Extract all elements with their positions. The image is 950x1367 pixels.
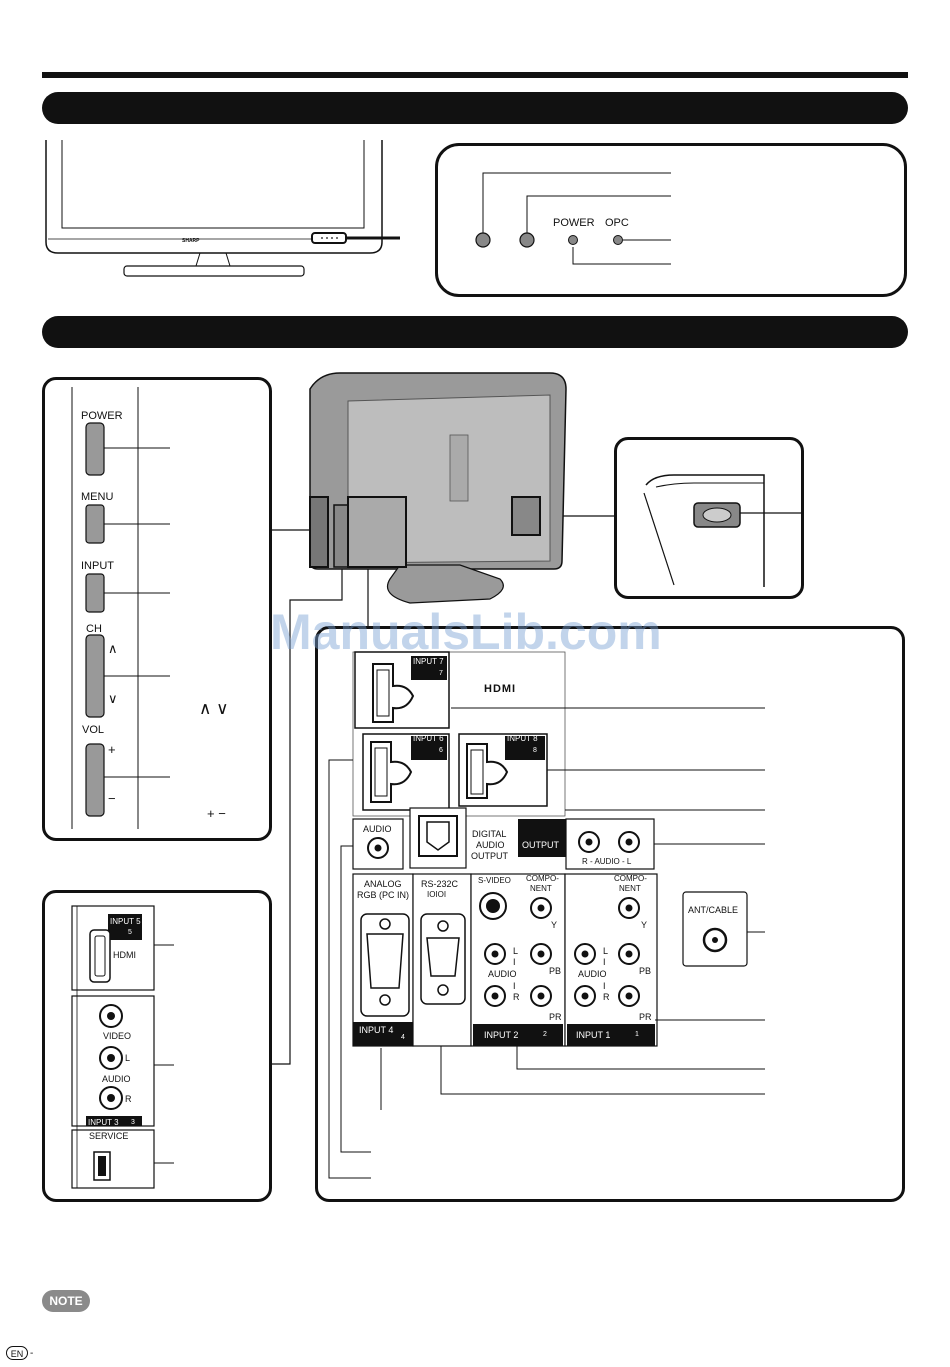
power-indicator-label: POWER xyxy=(553,217,595,229)
input3-label: INPUT 3 xyxy=(88,1118,119,1127)
component1-line1: COMPO- xyxy=(614,874,647,883)
digital-audio-output-line3: OUTPUT xyxy=(471,851,508,861)
input2-audio-label: AUDIO xyxy=(488,969,517,979)
input2-l-label: L xyxy=(513,946,519,956)
input2-label: INPUT 2 xyxy=(484,1030,519,1040)
input-button-label: INPUT xyxy=(81,560,114,572)
led-indicator-1 xyxy=(475,232,491,248)
audio-r-side-label: R xyxy=(125,1094,132,1104)
hdmi-logo: HDMI xyxy=(484,683,517,695)
input1-pr-label: PR xyxy=(639,1012,652,1022)
opc-sensor xyxy=(613,235,623,245)
ch-arrows-caption: ∧ ∨ xyxy=(199,699,229,718)
component1-line2: NENT xyxy=(619,884,641,893)
r-audio-l-label: R - AUDIO - L xyxy=(582,857,632,866)
input3-number: 3 xyxy=(131,1119,135,1126)
section-band-terminals xyxy=(42,316,908,348)
tv-rear-illustration xyxy=(309,372,567,604)
input2-y-label: Y xyxy=(551,920,558,930)
component2-line1: COMPO- xyxy=(526,874,559,883)
ch-up-glyph: ∧ xyxy=(108,641,118,656)
tv-front-illustration xyxy=(45,140,400,277)
rs232c-label: RS-232C xyxy=(421,879,459,889)
input6-number: 6 xyxy=(439,747,443,754)
input5-number: 5 xyxy=(128,929,132,936)
led-indicator-2 xyxy=(519,232,535,248)
analog-rgb-line2: RGB (PC IN) xyxy=(357,890,410,900)
vol-plus-glyph: + xyxy=(108,742,116,757)
top-rule xyxy=(42,72,908,78)
input1-l-label: L xyxy=(603,946,609,956)
ac-inlet-drawing xyxy=(643,474,804,587)
page-dash: - xyxy=(30,1348,34,1359)
input1-audio-label: AUDIO xyxy=(578,969,607,979)
brand-logo: SHARP xyxy=(182,238,200,244)
vol-minus-glyph: − xyxy=(108,791,116,806)
rear-terminals-drawing xyxy=(328,651,765,1179)
side-terminals-drawing xyxy=(71,905,174,1189)
digital-audio-output-line1: DIGITAL xyxy=(472,829,507,839)
note-badge: NOTE xyxy=(42,1290,90,1312)
menu-button-label: MENU xyxy=(81,491,114,503)
indicator-panel xyxy=(435,143,907,297)
side-controls-drawing xyxy=(71,387,170,829)
input1-label: INPUT 1 xyxy=(576,1030,611,1040)
input1-r-label: R xyxy=(603,992,610,1002)
s-video-label: S-VIDEO xyxy=(478,876,511,885)
input4-label: INPUT 4 xyxy=(359,1025,394,1035)
ch-button-label: CH xyxy=(86,623,102,635)
vol-button-label: VOL xyxy=(82,724,105,736)
audio-pc-label: AUDIO xyxy=(363,824,392,834)
input2-i2-label: I xyxy=(513,981,516,991)
watermark: ManualsLib.com xyxy=(270,604,662,660)
ant-cable-label: ANT/CABLE xyxy=(688,905,739,915)
input7-label: INPUT 7 xyxy=(413,657,444,666)
vol-signs-caption: + − xyxy=(207,806,226,821)
input1-number: 1 xyxy=(635,1031,639,1038)
rgb-pc-in-port xyxy=(366,933,404,989)
hdmi-side-label: HDMI xyxy=(113,950,136,960)
input2-pr-label: PR xyxy=(549,1012,562,1022)
language-marker: EN xyxy=(6,1346,28,1360)
power-button xyxy=(85,422,105,476)
opc-label: OPC xyxy=(605,217,629,229)
rs232c-port xyxy=(426,937,460,977)
service-label: SERVICE xyxy=(89,1131,129,1141)
input6-label: INPUT 6 xyxy=(413,734,444,743)
input2-number: 2 xyxy=(543,1031,547,1038)
input2-i-label: I xyxy=(513,957,516,967)
input8-label: INPUT 8 xyxy=(507,734,538,743)
audio-side-label: AUDIO xyxy=(102,1074,131,1084)
rs232c-sub-label: IOIOI xyxy=(427,890,447,899)
input4-number: 4 xyxy=(401,1034,405,1041)
analog-rgb-line1: ANALOG xyxy=(364,879,402,889)
power-indicator xyxy=(568,235,578,245)
input8-number: 8 xyxy=(533,747,537,754)
input1-pb-label: PB xyxy=(639,966,652,976)
input2-pb-label: PB xyxy=(549,966,562,976)
digital-audio-output-line2: AUDIO xyxy=(476,840,505,850)
component2-line2: NENT xyxy=(530,884,552,893)
ch-down-glyph: ∨ xyxy=(108,691,118,706)
audio-l-side-label: L xyxy=(125,1053,131,1063)
section-band-front xyxy=(42,92,908,124)
input1-i-label: I xyxy=(603,957,606,967)
input5-label: INPUT 5 xyxy=(110,917,141,926)
indicator-panel-drawing xyxy=(475,172,671,265)
input7-number: 7 xyxy=(439,670,443,677)
side-controls-panel xyxy=(42,377,272,841)
vol-button xyxy=(85,743,105,817)
input1-y-label: Y xyxy=(641,920,648,930)
output-label: OUTPUT xyxy=(522,840,559,850)
power-button-label: POWER xyxy=(81,410,123,422)
input1-i2-label: I xyxy=(603,981,606,991)
video-label: VIDEO xyxy=(103,1031,132,1041)
input2-r-label: R xyxy=(513,992,520,1002)
